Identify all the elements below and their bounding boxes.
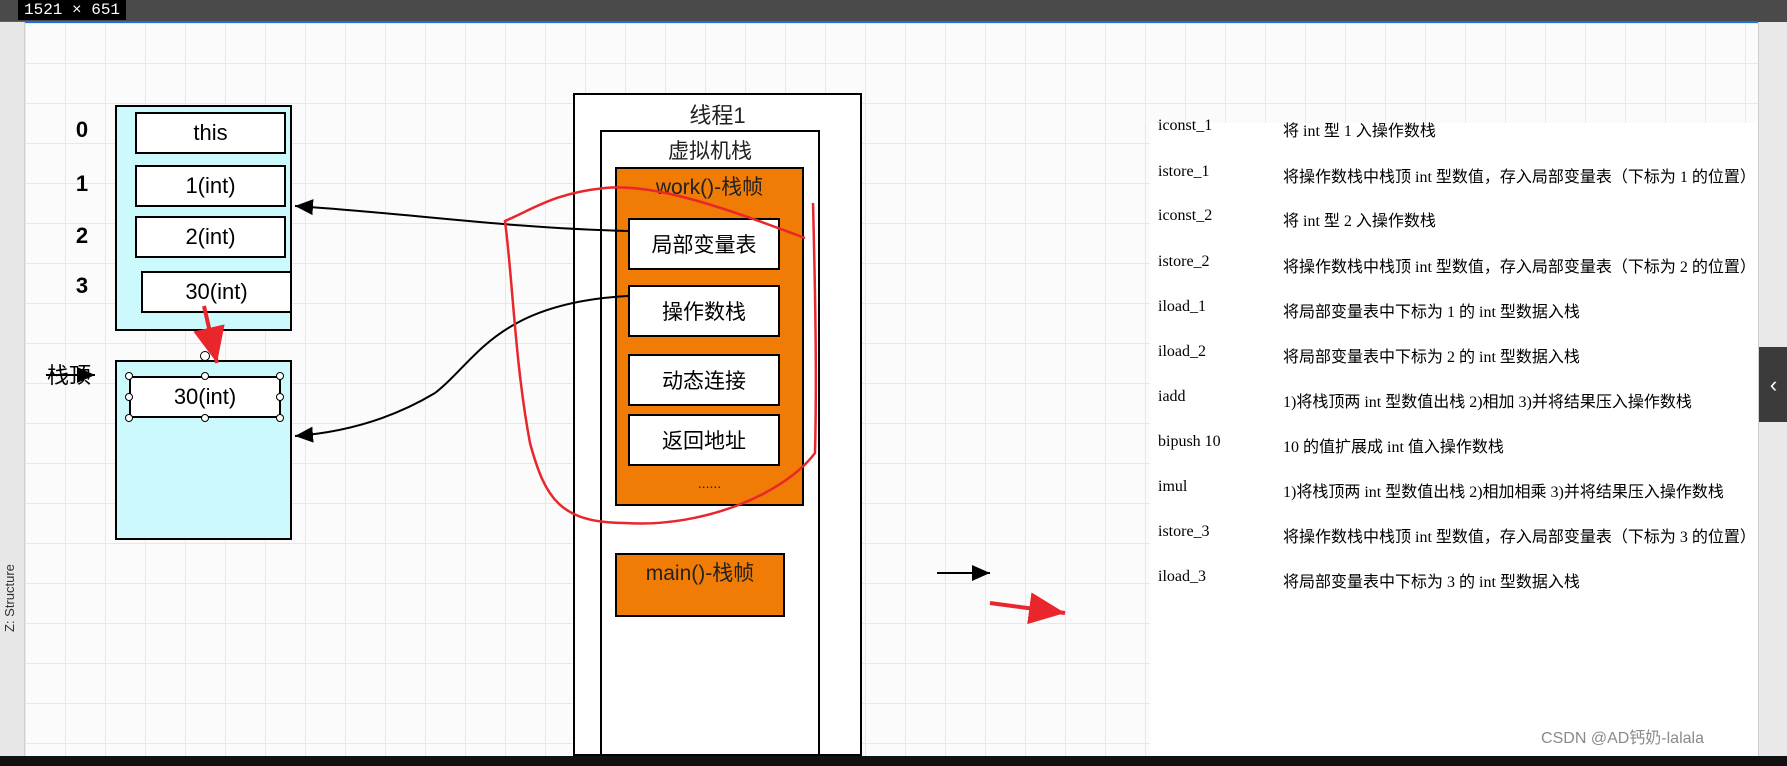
main-stack-frame: main()-栈帧 [615,553,785,617]
local-var-cell[interactable]: 30(int) [141,271,292,313]
local-var-cell[interactable]: 1(int) [135,165,286,207]
bytecode-instr: iload_1 [1158,298,1206,315]
bytecode-desc: 1)将栈顶两 int 型数值出栈 2)相加相乘 3)并将结果压入操作数栈 [1283,484,1724,501]
red-value-arrow [193,305,225,364]
thread-title: 线程1 [689,103,746,128]
top-bar [0,0,1787,22]
bottom-bar [0,756,1787,766]
bytecode-desc: 1)将栈顶两 int 型数值出栈 2)相加 3)并将结果压入操作数栈 [1283,394,1692,411]
drawing-canvas[interactable]: 0 1 2 3 this 1(int) 2(int) 30(int) 栈顶 30… [25,23,1758,756]
resize-handle[interactable] [125,393,133,401]
bytecode-instr: iconst_1 [1158,117,1213,134]
local-var-index: 2 [75,223,89,248]
bytecode-desc: 将操作数栈中栈顶 int 型数值，存入局部变量表（下标为 2 的位置） [1283,259,1756,276]
dimensions-label: 1521 × 651 [18,0,127,20]
bytecode-page [1150,123,1758,756]
resize-handle[interactable] [276,372,284,380]
bytecode-instr: iconst_2 [1158,207,1213,224]
local-var-index: 0 [75,117,89,142]
bytecode-instr: imul [1158,478,1188,495]
vm-stack-title: 虚拟机栈 [668,140,752,163]
local-var-table-item[interactable]: 局部变量表 [628,218,780,270]
bytecode-instr: iadd [1158,388,1186,405]
right-tool-strip: ‹ [1758,22,1787,766]
chevron-left-icon[interactable]: ‹ [1759,347,1787,422]
resize-handle[interactable] [125,372,133,380]
operand-stack-connector [294,295,629,443]
bytecode-instr: istore_1 [1158,163,1210,180]
bytecode-desc: 将操作数栈中栈顶 int 型数值，存入局部变量表（下标为 3 的位置） [1283,529,1756,546]
bytecode-desc: 将 int 型 2 入操作数栈 [1283,213,1436,230]
resize-handle[interactable] [125,414,133,422]
return-address-item[interactable]: 返回地址 [628,414,780,466]
connector-overlay [46,186,1066,625]
bytecode-desc: 将局部变量表中下标为 2 的 int 型数据入栈 [1283,349,1580,366]
bytecode-desc: 将局部变量表中下标为 3 的 int 型数据入栈 [1283,574,1580,591]
bytecode-desc: 将 int 型 1 入操作数栈 [1283,123,1436,140]
local-var-connector [294,199,629,232]
resize-handle[interactable] [201,372,209,380]
local-var-cell[interactable]: 2(int) [135,216,286,258]
local-var-cell[interactable]: this [135,112,286,154]
bytecode-desc: 将局部变量表中下标为 1 的 int 型数据入栈 [1283,304,1580,321]
red-emphasis-arrow [989,592,1066,625]
main-frame-title: main()-栈帧 [645,562,755,585]
bytecode-instr: iload_3 [1158,568,1206,585]
local-var-index: 3 [75,273,89,298]
bytecode-instr: istore_3 [1158,523,1210,540]
bytecode-instr: bipush 10 [1158,433,1221,450]
bytecode-instr: istore_2 [1158,253,1210,270]
resize-handle[interactable] [276,414,284,422]
work-frame-title: work()-栈帧 [655,176,764,199]
operand-stack-item[interactable]: 操作数栈 [628,285,780,337]
csdn-watermark: CSDN @AD钙奶-lalala [1541,730,1704,747]
dynamic-link-item[interactable]: 动态连接 [628,354,780,406]
bytecode-desc: 将操作数栈中栈顶 int 型数值，存入局部变量表（下标为 1 的位置） [1283,169,1756,186]
bytecode-instr: iload_2 [1158,343,1206,360]
local-var-index: 1 [75,171,89,196]
work-frame-ellipsis: ...... [697,475,722,491]
resize-handle[interactable] [201,414,209,422]
selection-guide [0,21,1758,23]
bytecode-desc: 10 的值扩展成 int 值入操作数栈 [1283,439,1504,456]
structure-tab[interactable]: Z: Structure [2,564,17,632]
left-tool-strip: Z: Structure [0,22,25,766]
resize-handle[interactable] [276,393,284,401]
red-circle-annotation [503,186,818,525]
